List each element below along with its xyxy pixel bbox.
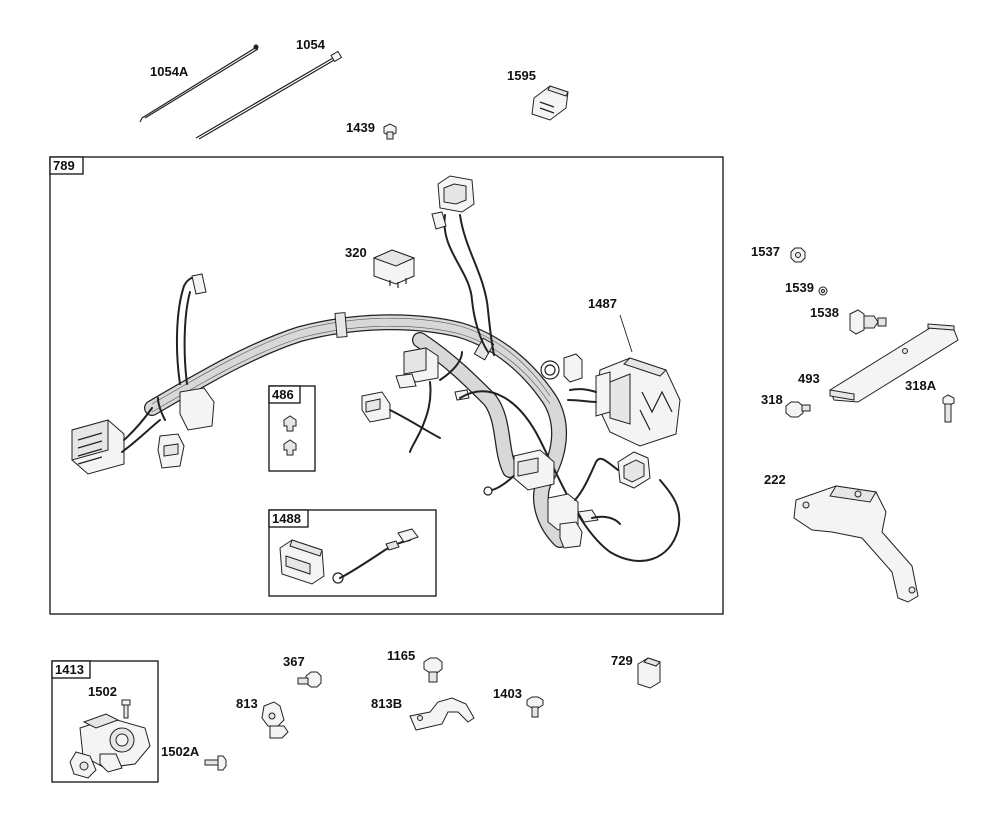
mount-1538-icon xyxy=(849,309,887,335)
connector-kit-icon xyxy=(279,528,419,585)
sensor-kit-frame: 1413 1502 xyxy=(51,660,159,783)
clamp-813b-icon xyxy=(409,697,475,731)
bolt-318a-icon xyxy=(942,394,955,423)
label-1502[interactable]: 1502 xyxy=(88,684,117,699)
label-1595[interactable]: 1595 xyxy=(507,68,536,83)
label-729[interactable]: 729 xyxy=(611,653,633,668)
bolt-1403-icon xyxy=(526,696,544,718)
label-493[interactable]: 493 xyxy=(798,371,820,386)
fuse-kit-frame: 486 xyxy=(268,385,316,472)
leader-1487 xyxy=(619,314,633,353)
label-1054a[interactable]: 1054A xyxy=(150,64,189,79)
cable-tie-1054a-icon xyxy=(139,44,259,123)
bracket-493-icon xyxy=(829,323,959,403)
screw-367-icon xyxy=(297,671,322,688)
label-318a[interactable]: 318A xyxy=(905,378,937,393)
label-1538[interactable]: 1538 xyxy=(810,305,839,320)
label-1488[interactable]: 1488 xyxy=(272,511,301,526)
wire-harness-icon: 320 xyxy=(71,175,681,562)
label-813b[interactable]: 813B xyxy=(371,696,402,711)
label-222[interactable]: 222 xyxy=(764,472,786,487)
label-789[interactable]: 789 xyxy=(53,158,75,173)
screw-1439-icon xyxy=(383,123,397,140)
label-1403[interactable]: 1403 xyxy=(493,686,522,701)
cable-tie-1054-icon xyxy=(195,50,343,140)
label-367[interactable]: 367 xyxy=(283,654,305,669)
clip-729-icon xyxy=(637,657,661,689)
washer-1539-icon xyxy=(818,286,828,296)
connector-kit-frame: 1488 xyxy=(268,509,437,597)
label-1502a[interactable]: 1502A xyxy=(161,744,200,759)
screw-1502a-icon xyxy=(204,755,227,771)
label-320[interactable]: 320 xyxy=(345,245,367,260)
clip-813-icon xyxy=(261,701,289,739)
label-1487[interactable]: 1487 xyxy=(588,296,617,311)
screw-1502-icon xyxy=(121,699,131,719)
label-1539[interactable]: 1539 xyxy=(785,280,814,295)
bolt-318-icon xyxy=(785,401,811,418)
label-1439[interactable]: 1439 xyxy=(346,120,375,135)
label-486[interactable]: 486 xyxy=(272,387,294,402)
label-318[interactable]: 318 xyxy=(761,392,783,407)
bolt-1165-icon xyxy=(423,657,443,683)
label-1054[interactable]: 1054 xyxy=(296,37,326,52)
label-1413[interactable]: 1413 xyxy=(55,662,84,677)
nut-1537-icon xyxy=(790,247,806,263)
connector-1595-icon xyxy=(531,85,569,121)
harness-assembly-frame: 789 xyxy=(49,156,724,615)
throttle-position-sensor-icon xyxy=(69,713,151,779)
label-813[interactable]: 813 xyxy=(236,696,258,711)
label-1165[interactable]: 1165 xyxy=(387,648,415,663)
label-1537[interactable]: 1537 xyxy=(751,244,780,259)
fuse-icon xyxy=(283,415,297,456)
bracket-222-icon xyxy=(793,485,919,603)
ecu-1487-icon xyxy=(567,357,681,447)
